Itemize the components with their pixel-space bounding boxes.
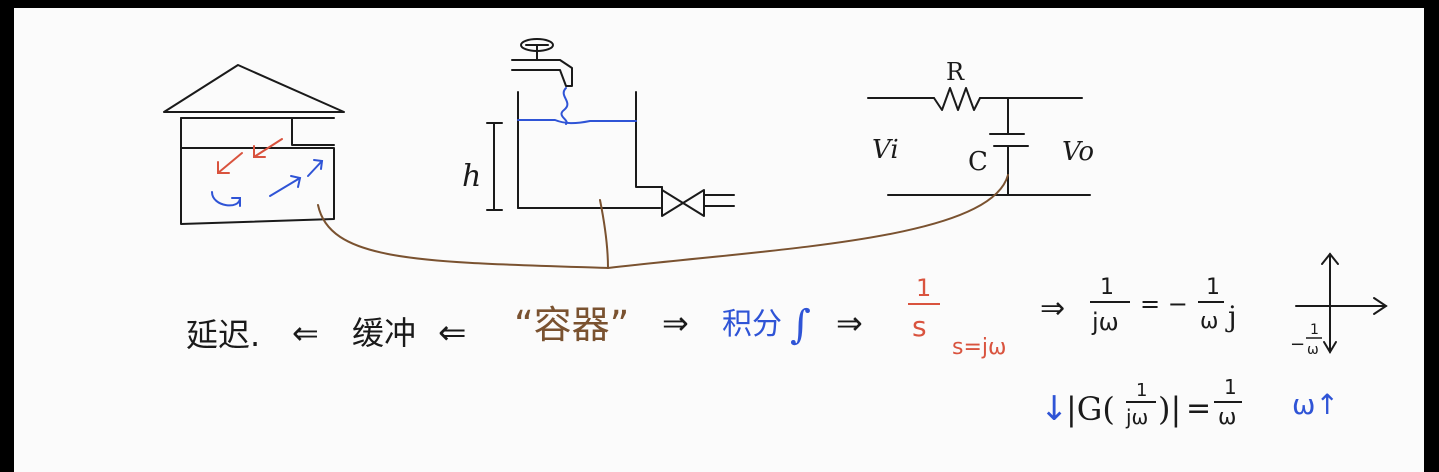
magnitude-rhs-numerator: 1 (1224, 375, 1237, 399)
decrease-arrow: ↓ (1040, 389, 1069, 429)
connector-curves (317, 174, 1009, 269)
phasor-tick-num: 1 (1310, 322, 1319, 338)
height-label: h (462, 159, 481, 194)
heat-arrows-red (217, 138, 283, 174)
magnitude-lhs-fraction: 1 jω (1125, 380, 1156, 429)
magnitude-rhs-fraction: 1 ω (1214, 375, 1242, 430)
arrow-left-2: ⇐ (438, 313, 467, 353)
water-level (517, 87, 637, 125)
magnitude-lhs-denominator: jω (1125, 405, 1148, 429)
phasor-tick-den: ω (1307, 342, 1319, 358)
omega-increase: ω↑ (1292, 388, 1339, 421)
house-roof (163, 64, 345, 113)
magnitude-lhs-prefix: |G( (1066, 390, 1115, 428)
valve (661, 186, 705, 217)
air-arrows-blue (211, 159, 324, 207)
magnitude-lhs-numerator: 1 (1136, 380, 1147, 401)
freq2-fraction: 1 ω (1198, 275, 1224, 334)
laplace-denominator: s (912, 310, 927, 343)
substitution-text: s=jω (952, 335, 1006, 360)
connector-tank (599, 199, 609, 269)
magnitude-rhs-denominator: ω (1218, 405, 1236, 430)
tank-wall (517, 91, 661, 209)
freq2-denominator: ω (1200, 309, 1218, 334)
whiteboard (14, 8, 1424, 472)
freq2-suffix: j (1225, 300, 1237, 333)
buffer-text: 缓冲 (352, 314, 416, 352)
delay-text: 延迟. (186, 316, 260, 354)
rc-circuit (867, 87, 1091, 196)
arrow-right-1: ⇒ (662, 304, 689, 342)
freq-response-fraction: 1 jω (1090, 275, 1130, 336)
arrow-right-3: ⇒ (1040, 291, 1065, 326)
freq-denominator: jω (1091, 308, 1119, 336)
phasor-tick-sign: − (1290, 334, 1305, 355)
arrow-left-1: ⇐ (292, 314, 319, 352)
connector-house (317, 204, 609, 269)
house-window (291, 117, 335, 146)
capacitor-label: C (968, 147, 988, 177)
phasor-arrow (1323, 341, 1337, 354)
integral-text: 积分 (722, 307, 782, 342)
tank-sketch (486, 38, 735, 217)
tap (511, 59, 573, 87)
phasor-axes (1295, 252, 1388, 354)
magnitude-lhs-suffix: )| (1158, 390, 1181, 428)
house-wall (180, 117, 335, 225)
connector-circuit (607, 174, 1009, 269)
laplace-numerator: 1 (916, 274, 931, 302)
input-voltage-label: Vi (872, 135, 899, 165)
laplace-fraction: 1 s (908, 274, 940, 343)
freq-numerator: 1 (1100, 275, 1114, 300)
water-stream (560, 87, 569, 125)
integral-symbol: ∫ (790, 302, 811, 348)
resistor (933, 87, 981, 111)
resistor-label: R (946, 58, 965, 86)
house-sketch (163, 64, 345, 225)
equals-minus: = − (1140, 290, 1188, 318)
freq2-numerator: 1 (1206, 275, 1220, 300)
output-voltage-label: Vo (1062, 137, 1094, 167)
container-text: “容器” (514, 303, 629, 347)
arrow-right-2: ⇒ (836, 304, 863, 342)
magnitude-equals: = (1186, 391, 1211, 426)
